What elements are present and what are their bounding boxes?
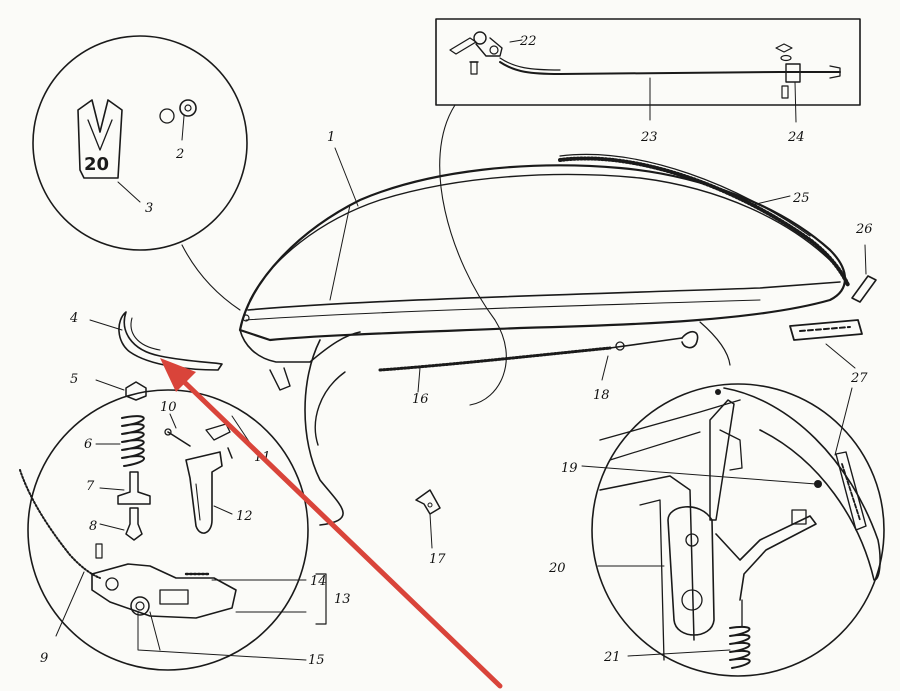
label-19: 19	[561, 461, 578, 476]
label-6: 6	[84, 437, 92, 452]
label-3: 3	[145, 201, 153, 216]
label-4: 4	[69, 311, 78, 326]
label-14: 14	[310, 574, 327, 589]
inset-emblem: 20 2 3	[32, 35, 248, 251]
label-26: 26	[855, 222, 873, 237]
handle-18: 18	[593, 331, 699, 403]
pivot-19	[814, 480, 822, 488]
nut-2	[159, 108, 175, 124]
front-trim-4: 4	[69, 311, 223, 371]
hinge-20	[667, 506, 715, 636]
latch-plate-13	[91, 563, 237, 619]
label-1: 1	[327, 130, 335, 145]
label-15: 15	[308, 653, 325, 668]
rod-23	[499, 61, 841, 75]
label-2: 2	[175, 147, 184, 162]
label-25: 25	[792, 191, 810, 206]
emblem-badge: 20	[84, 154, 109, 175]
label-24: 24	[787, 130, 805, 145]
clamp-24	[775, 43, 841, 99]
emblem-3	[77, 99, 123, 179]
label-20: 20	[548, 561, 566, 576]
label-5: 5	[70, 372, 78, 387]
label-12: 12	[236, 509, 253, 524]
inset-hinge: 19 20 21	[548, 383, 885, 677]
cable-16: 16	[378, 346, 612, 407]
label-17: 17	[429, 552, 446, 567]
label-9: 9	[40, 651, 48, 666]
connector-right	[699, 321, 731, 366]
label-27: 27	[850, 371, 868, 386]
label-13: 13	[334, 592, 351, 607]
label-16: 16	[412, 392, 429, 407]
leader-1	[329, 204, 351, 301]
hood-side-skirt	[304, 339, 344, 526]
label-22: 22	[519, 34, 537, 49]
inset-latch-circle	[27, 389, 309, 671]
seal-strip-25: 25	[558, 153, 850, 287]
inset-rod-frame	[435, 18, 861, 106]
linkage-22	[449, 31, 503, 75]
connector-emblem	[181, 244, 241, 311]
inset-rod-assembly: 22 23 24	[435, 18, 861, 145]
label-8: 8	[89, 519, 97, 534]
inset-emblem-circle	[32, 35, 248, 251]
plate-26: 26	[851, 222, 877, 303]
hood-1: 1	[238, 130, 846, 391]
inset-hinge-circle	[591, 383, 885, 677]
label-21: 21	[603, 650, 621, 665]
label-10: 10	[160, 400, 177, 415]
label-23: 23	[640, 130, 658, 145]
red-pointer-arrow	[160, 358, 503, 689]
inset-latch: 5 6 7 8 10 11 12	[19, 372, 351, 671]
bracket-17: 17	[415, 489, 446, 567]
label-18: 18	[593, 388, 610, 403]
rod-23-edge	[499, 57, 561, 71]
label-7: 7	[86, 479, 95, 494]
badge-27: 27	[789, 319, 868, 456]
